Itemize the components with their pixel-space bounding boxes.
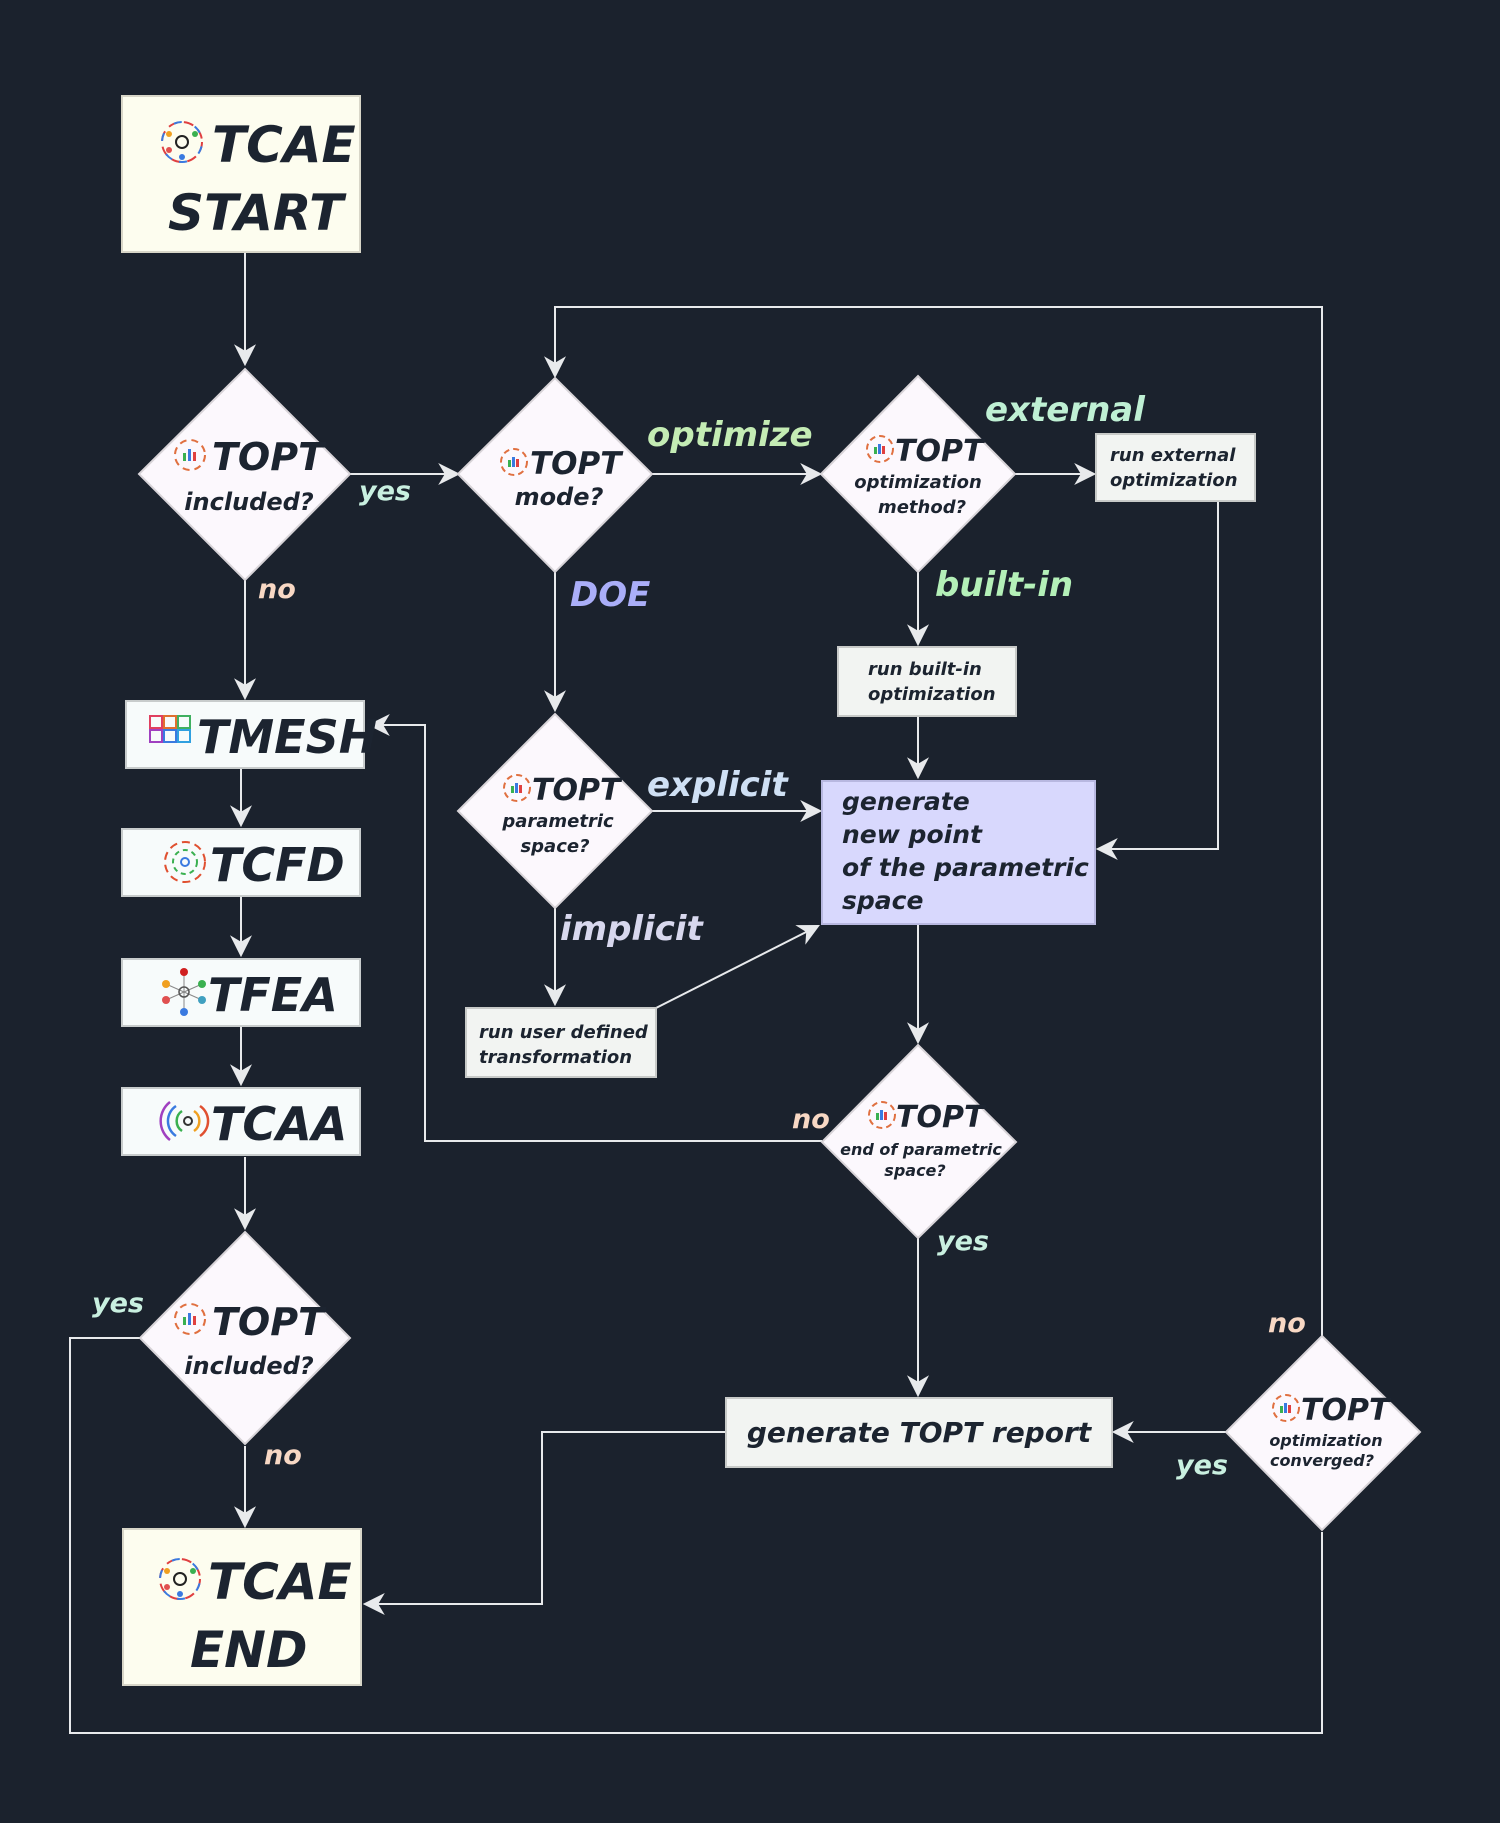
tcaa-node[interactable]: TCAA [121,1087,361,1156]
topt-included-2-title: TOPT [212,1300,327,1344]
label-optimize: optimize [647,415,813,455]
topt-logo-icon [174,439,206,471]
label-no-converged: no [1268,1308,1306,1339]
topt-included-decision[interactable]: TOPT included? [137,367,352,582]
run-builtin-text-1: run built-in [868,659,982,680]
topt-logo-icon [500,448,528,476]
run-external-text-1: run external [1110,445,1236,466]
topt-mode-decision[interactable]: TOPT mode? [456,376,654,574]
topt-paramspace-text-1: parametric [501,811,614,832]
topt-end-param-text-2: space? [884,1161,945,1180]
topt-logo-icon [1272,1394,1300,1422]
label-external: external [985,390,1146,430]
topt-mode-title: TOPT [530,446,624,482]
topt-logo-icon [174,1303,206,1335]
label-doe: DOE [570,575,650,615]
generate-point-text-3: of the parametric [842,853,1089,882]
run-builtin-node[interactable]: run built-in optimization [837,646,1017,717]
topt-method-text-2: method? [878,497,966,518]
run-external-node[interactable]: run external optimization [1095,433,1256,502]
edge-external-to-generate [1095,502,1219,860]
label-no-included: no [258,574,296,605]
tcfd-label: TCFD [210,838,345,892]
label-no-end-param: no [792,1104,830,1135]
generate-point-text-2: new point [842,820,983,849]
topt-method-text-1: optimization [854,472,982,493]
run-external-text-2: optimization [1110,470,1238,491]
tcae-logo-icon [161,121,203,163]
label-yes-end-param: yes [937,1226,989,1257]
topt-method-decision[interactable]: TOPT optimization method? [819,374,1017,574]
edge-report-to-end [362,1431,726,1615]
label-yes-included: yes [359,476,411,507]
generate-point-text-1: generate [842,787,970,816]
tmesh-logo-icon [149,715,191,743]
start-subtitle: START [168,184,347,242]
edge-userdefined-to-generate [655,925,820,1009]
label-explicit: explicit [647,765,789,805]
run-user-defined-node[interactable]: run user defined transformation [465,1007,657,1078]
topt-included-text: included? [184,488,313,516]
label-yes-included-2: yes [92,1288,144,1319]
label-implicit: implicit [560,909,705,949]
tfea-label: TFEA [208,968,338,1022]
end-node[interactable]: TCAE END [122,1528,362,1686]
generate-report-node[interactable]: generate TOPT report [725,1397,1113,1468]
run-user-defined-text-1: run user defined [479,1022,649,1043]
topt-paramspace-title: TOPT [532,773,623,808]
topt-included-2-decision[interactable]: TOPT included? [138,1230,352,1446]
topt-converged-decision[interactable]: TOPT optimization converged? [1224,1334,1422,1532]
edge-labels: yes no optimize DOE external built-in ex… [92,390,1306,1481]
topt-logo-icon [868,1101,896,1129]
topt-paramspace-text-2: space? [520,836,589,857]
label-yes-converged: yes [1176,1450,1228,1481]
tcfd-node[interactable]: TCFD [121,828,361,897]
topt-converged-title: TOPT [1301,1393,1392,1428]
tmesh-label: TMESH [197,710,377,764]
tfea-logo-icon [162,968,206,1016]
tcae-logo-icon [159,1558,201,1600]
topt-end-param-text-1: end of parametric [840,1140,1002,1159]
end-subtitle: END [190,1621,308,1679]
topt-end-param-decision[interactable]: TOPT end of parametric space? [820,1043,1018,1240]
run-user-defined-text-2: transformation [479,1047,632,1068]
topt-converged-text-1: optimization [1269,1431,1382,1450]
tfea-node[interactable]: TFEA [121,958,361,1027]
edge-included2-yes-loop [69,1337,1323,1734]
start-node[interactable]: TCAE START [121,95,361,253]
topt-logo-icon [503,774,531,802]
edge-endparam-to-tmesh [367,714,822,1142]
tmesh-node[interactable]: TMESH [125,700,377,769]
topt-end-param-title: TOPT [896,1100,987,1135]
tcfd-logo-icon [164,841,206,883]
label-no-included-2: no [264,1440,302,1471]
edges [69,252,1323,1734]
tcaa-logo-icon [159,1101,210,1141]
topt-mode-text: mode? [515,483,604,511]
generate-point-text-4: space [842,886,923,915]
edge-converged-to-mode [544,306,1323,1336]
topt-converged-text-2: converged? [1270,1451,1374,1470]
topt-paramspace-decision[interactable]: TOPT parametric space? [456,712,654,910]
end-title: TCAE [208,1553,352,1611]
start-title: TCAE [212,116,356,174]
topt-logo-icon [866,435,894,463]
topt-included-title: TOPT [212,435,327,479]
generate-report-label: generate TOPT report [747,1416,1093,1449]
topt-method-title: TOPT [895,434,986,469]
label-builtin: built-in [935,565,1073,605]
tcaa-label: TCAA [211,1097,347,1151]
run-builtin-text-2: optimization [868,684,996,705]
topt-included-2-text: included? [184,1352,313,1380]
generate-point-node[interactable]: generate new point of the parametric spa… [821,780,1096,925]
